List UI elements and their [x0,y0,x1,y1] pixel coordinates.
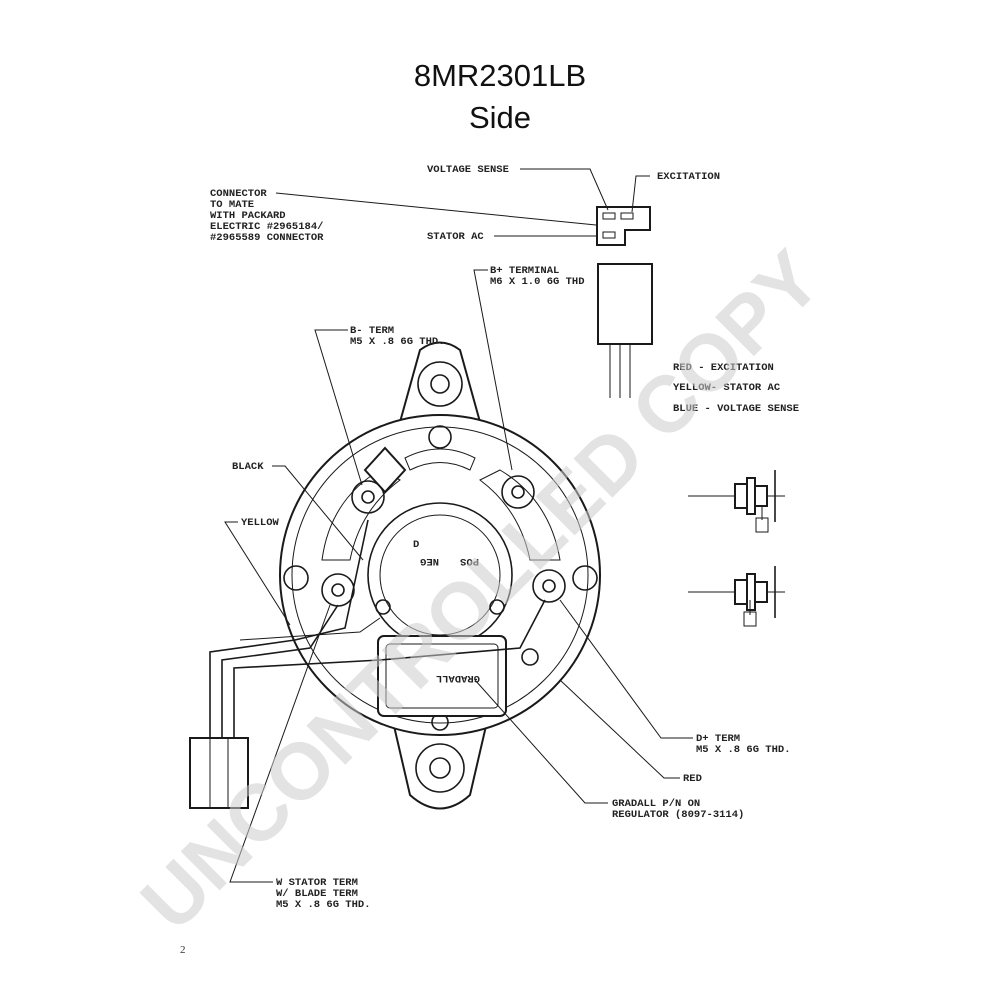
screw-right [489,599,505,615]
leader-black [272,465,364,561]
label-yellow: YELLOW [241,517,280,529]
leader-wstator [229,604,331,883]
label-black: BLACK [232,461,264,473]
leader-bminus [314,329,363,486]
svg-text:W STATOR TERM: W STATOR TERM [276,877,358,889]
terminal-detail-upper [688,470,785,533]
label-connector: CONNECTOR TO MATE WITH PACKARD ELECTRIC … [210,188,324,244]
harness-plug-top [597,263,653,345]
leader-gradall [474,679,608,804]
label-excitation: EXCITATION [657,171,720,183]
svg-text:D+ TERM: D+ TERM [696,733,740,745]
vent-slot-top [404,448,476,471]
d-plus-stud [532,569,566,603]
leader-red [559,679,680,779]
b-minus-terminal-block [363,446,407,494]
bottom-mount-hole-inner [429,757,451,779]
b-plus-stud [501,475,535,509]
right-ear-hole [572,565,598,591]
wire-color-legend: RED - EXCITATION YELLOW- STATOR AC BLUE … [673,362,799,415]
svg-text:TO MATE: TO MATE [210,199,254,211]
regulator: GRADALL [377,635,507,717]
leader-voltage-sense [520,168,609,211]
neg-marker: NEG [420,555,439,567]
legend-blue: BLUE - VOLTAGE SENSE [673,403,799,415]
leader-excitation [631,175,650,213]
vent-slot-right [479,469,561,561]
leader-dplus [559,599,693,739]
label-wstator: W STATOR TERM W/ BLADE TERM M5 X .8 6G T… [276,877,371,911]
page-subtitle: Side [468,100,532,135]
label-voltage-sense: VOLTAGE SENSE [427,164,509,176]
top-mount-hole [417,361,463,407]
packard-connector [596,206,651,246]
screw-lower-right [521,648,539,666]
top-mount-hole-inner [430,374,450,394]
bottom-mount-hole [415,743,465,793]
leader-bplus [473,269,513,471]
stray-mark: 2 [180,944,186,956]
legend-red: RED - EXCITATION [673,362,774,374]
svg-text:M5 X .8 6G THD.: M5 X .8 6G THD. [276,899,371,911]
pos-marker: POS [460,555,479,567]
svg-text:M5 X .8 6G THD.: M5 X .8 6G THD. [696,744,791,756]
label-bplus: B+ TERMINAL M6 X 1.0 6G THD [490,265,585,288]
svg-text:B+ TERMINAL: B+ TERMINAL [490,265,559,277]
harness-connector [189,737,249,809]
watermark: UNCONTROLLED COPY [124,234,837,947]
page-title: 8MR2301LB [413,58,587,93]
svg-text:W/ BLADE TERM: W/ BLADE TERM [276,888,358,900]
terminal-detail-lower [688,566,785,627]
harness-wire-b [221,604,339,780]
b-minus-stud [351,480,385,514]
leader-yellow [224,521,291,626]
label-bminus: B- TERM M5 X .8 6G THD. [350,325,445,348]
svg-text:M5 X .8 6G THD.: M5 X .8 6G THD. [350,336,445,348]
housing-inner-ring [291,426,589,724]
svg-text:WITH PACKARD: WITH PACKARD [210,210,286,222]
alternator-housing [279,414,601,736]
leader-connector [275,192,597,226]
label-gradall: GRADALL P/N ON REGULATOR (8097-3114) [612,798,744,821]
svg-text:ELECTRIC #2965184/: ELECTRIC #2965184/ [210,221,323,233]
harness-wire-d [239,617,381,641]
label-stator-ac: STATOR AC [427,231,484,243]
d-marker: D [413,539,419,551]
screw-left [375,599,391,615]
svg-text:M6 X 1.0 6G THD: M6 X 1.0 6G THD [490,276,585,288]
left-ear-hole [283,565,309,591]
svg-text:CONNECTOR: CONNECTOR [210,188,267,200]
harness-wire-c [233,599,546,780]
regulator-brand: GRADALL [436,672,480,684]
svg-text:B- TERM: B- TERM [350,325,394,337]
label-dplus: D+ TERM M5 X .8 6G THD. [696,733,791,756]
svg-text:#2965589 CONNECTOR: #2965589 CONNECTOR [210,232,324,244]
screw-top [428,425,452,449]
legend-yellow: YELLOW- STATOR AC [673,382,781,394]
harness-wire-a [209,519,369,780]
svg-text:REGULATOR (8097-3114): REGULATOR (8097-3114) [612,809,744,821]
label-red: RED [683,773,702,785]
svg-text:GRADALL P/N ON: GRADALL P/N ON [612,798,700,810]
